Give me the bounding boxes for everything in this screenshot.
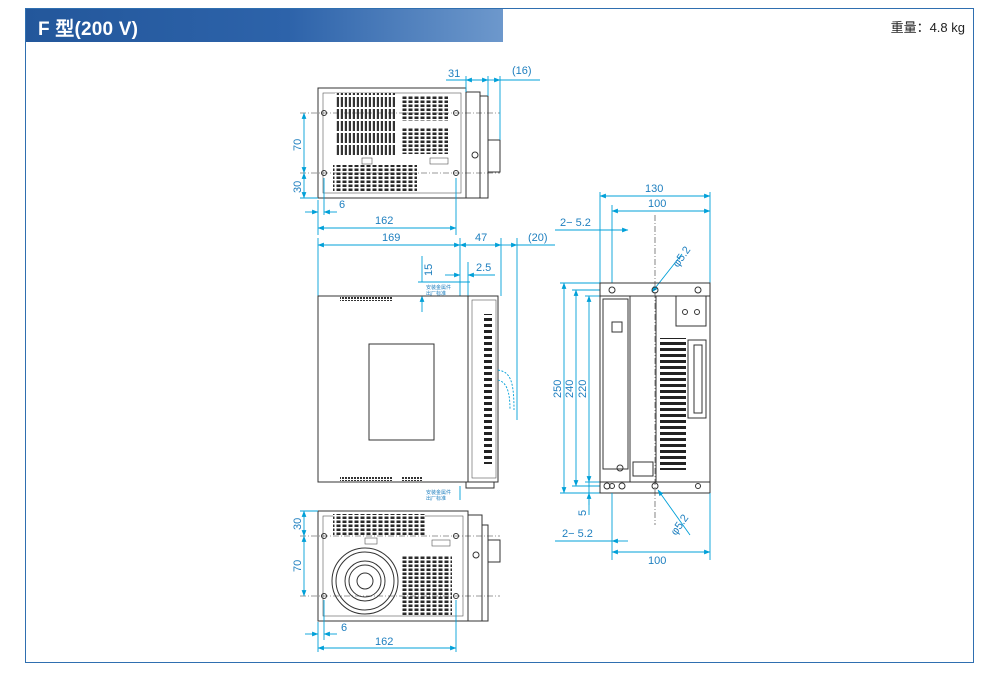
top-dim-30: 30	[292, 181, 304, 193]
front-dim-240: 240	[564, 380, 576, 398]
bottom-dim-30: 30	[292, 518, 304, 530]
front-dim-220: 220	[577, 380, 589, 398]
title-bar: F 型(200 V)	[26, 9, 503, 42]
side-label-bottom: 安装金属件	[426, 489, 451, 496]
front-dim-2-5-2-top: 2− 5.2	[560, 217, 591, 229]
front-dim-2-5-2-bottom: 2− 5.2	[562, 528, 593, 540]
front-dim-100-bottom: 100	[648, 555, 666, 567]
side-label-top: 安装金属件	[426, 284, 451, 291]
front-dim-100-top: 100	[648, 198, 666, 210]
side-label-bottom-2: 出厂标准	[426, 495, 446, 502]
top-view: 70 30 6 162 31 (16)	[292, 65, 540, 235]
top-dim-6: 6	[339, 199, 345, 211]
front-dim-phi-top: φ5.2	[671, 244, 694, 269]
front-dim-5: 5	[577, 510, 589, 516]
bottom-dim-70: 70	[292, 560, 304, 572]
front-dim-250: 250	[552, 380, 564, 398]
front-dim-130: 130	[645, 183, 663, 195]
side-dim-169: 169	[382, 232, 400, 244]
side-dim-47: 47	[475, 232, 487, 244]
bottom-dim-162: 162	[375, 636, 393, 648]
model-title: F 型(200 V)	[38, 19, 139, 40]
top-dim-162: 162	[375, 215, 393, 227]
side-label-top-2: 出厂标准	[426, 290, 446, 297]
bottom-dim-6: 6	[341, 622, 347, 634]
weight-label: 重量：4.8 kg	[890, 20, 965, 35]
side-dim-20: (20)	[528, 232, 548, 244]
top-dim-31: 31	[448, 68, 460, 80]
bottom-view: 30 70 6 162	[292, 510, 501, 652]
side-view: 169 47 (20) 15 2.5 安装金属件 出厂标准 安装金属件 出厂标准	[317, 232, 555, 502]
front-view: 130 100 2− 5.2 φ5.2 250 240 220 5	[552, 183, 711, 567]
side-dim-2-5: 2.5	[476, 262, 491, 274]
front-dim-phi-bottom: φ5.2	[669, 512, 692, 537]
side-dim-15: 15	[423, 264, 435, 276]
top-dim-70: 70	[292, 139, 304, 151]
top-dim-16: (16)	[512, 65, 532, 77]
